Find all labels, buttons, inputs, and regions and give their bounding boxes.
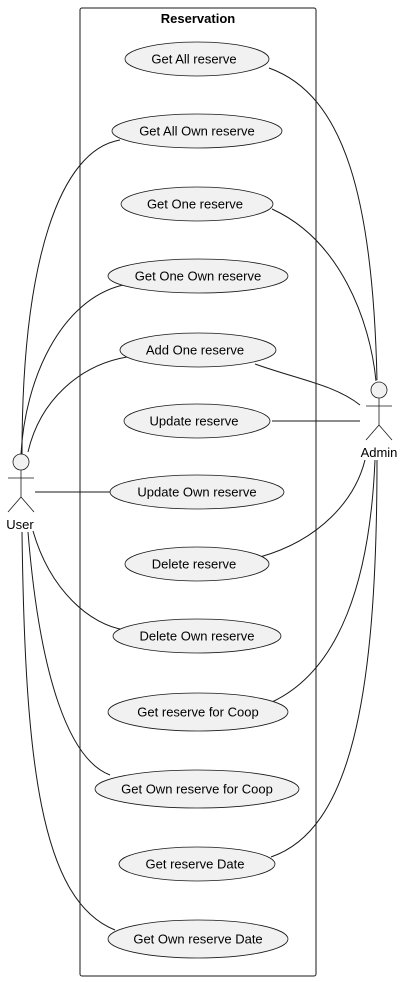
use-case[interactable]: Get Own reserve for Coop — [94, 769, 300, 809]
use-case-label: Get One reserve — [147, 197, 243, 212]
use-case-label: Delete Own reserve — [140, 629, 255, 644]
use-case[interactable]: Get Own reserve Date — [107, 919, 289, 959]
use-case-label: Update Own reserve — [137, 485, 256, 500]
actor-admin[interactable] — [365, 381, 393, 441]
link-admin-add-one — [254, 363, 361, 406]
link-admin-delete — [259, 459, 366, 558]
use-case-label: Get All Own reserve — [139, 124, 255, 139]
use-case-label: Update reserve — [150, 414, 239, 429]
use-case[interactable]: Get reserve Date — [118, 846, 276, 882]
link-user-get-all-own — [21, 139, 121, 455]
use-case-label: Get All reserve — [151, 52, 236, 67]
use-case-label: Add One reserve — [146, 343, 244, 358]
system-title: Reservation — [161, 11, 235, 26]
use-case-label: Get Own reserve Date — [133, 932, 262, 947]
use-case[interactable]: Get All Own reserve — [111, 113, 283, 149]
use-case[interactable]: Update reserve — [123, 403, 271, 439]
link-user-date-own — [21, 531, 116, 931]
use-cases: Get All reserve Get All Own reserve Get … — [94, 41, 300, 959]
use-case-label: Delete reserve — [152, 557, 237, 572]
use-case[interactable]: Get All reserve — [124, 41, 270, 77]
use-case[interactable]: Delete reserve — [124, 546, 270, 582]
actor-head — [370, 381, 388, 399]
actor-user-label: User — [6, 517, 34, 532]
actor-admin-label: Admin — [361, 445, 398, 460]
use-case[interactable]: Delete Own reserve — [112, 618, 282, 654]
actor-user[interactable] — [7, 453, 35, 513]
link-user-delete-own — [32, 530, 126, 631]
link-user-coop-own — [27, 531, 111, 776]
link-user-add-one — [27, 356, 128, 453]
link-admin-get-one — [271, 208, 377, 382]
use-case-label: Get reserve Date — [146, 857, 245, 872]
link-admin-get-all — [268, 67, 378, 381]
use-case[interactable]: Add One reserve — [119, 332, 277, 368]
use-case-label: Get Own reserve for Coop — [121, 782, 273, 797]
use-case-label: Get reserve for Coop — [137, 705, 258, 720]
actor-head — [12, 453, 30, 471]
use-case[interactable]: Get One Own reserve — [107, 258, 289, 294]
use-case[interactable]: Get One reserve — [120, 186, 274, 222]
link-admin-date — [270, 459, 378, 858]
use-case[interactable]: Get reserve for Coop — [107, 692, 289, 732]
use-case-label: Get One Own reserve — [135, 269, 261, 284]
link-admin-coop — [271, 459, 376, 703]
use-case[interactable]: Update Own reserve — [109, 474, 285, 510]
association-lines — [20, 67, 378, 931]
link-user-get-one-own — [20, 284, 124, 455]
